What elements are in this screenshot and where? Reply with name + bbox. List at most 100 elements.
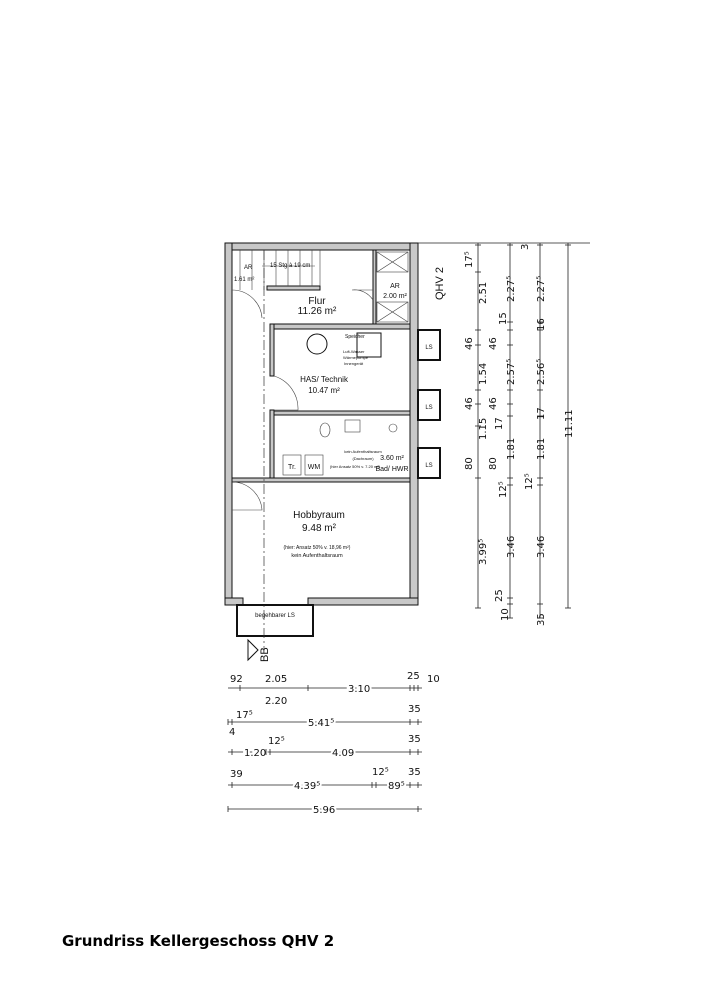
dim-label: 10 [500,608,511,621]
dim-label: 1.81 [506,438,517,460]
washing-machine [304,454,324,476]
pump-label-3: Innengerät [344,361,364,366]
equipment [282,332,398,476]
dryer-label: Tr. [288,464,296,471]
wall-flur-technik [269,323,411,330]
pump-label-1: Luft-Wasser [343,349,365,354]
dim-label: 46 [464,337,475,350]
dim-label: 46 [464,397,475,410]
dims-col-1: 17⁵ 2.51 46 1.54 46 1.15 80 3.99⁵ [464,251,489,565]
dim-label: 3.46 [506,536,517,558]
dims-row-2: 17⁵ 5.41⁵ 35 4 [229,704,421,738]
dims-col-4: 11.11 [564,409,575,438]
plan-title: Grundriss Kellergeschoss QHV 2 [62,932,335,950]
dims-row-5: 5.96 [311,803,337,818]
light-wells [236,329,441,637]
dim-label: 4.39⁵ [294,781,320,792]
section-arrow-icon [247,638,259,662]
dim-label: 12⁵ [268,736,285,747]
hobby-note-2: kein Aufenthaltsraum [291,553,343,559]
wall-stairs [266,285,321,291]
dim-label: 35 [408,704,421,715]
wall-top [224,242,419,251]
wall-ar-right [372,249,377,325]
ls-label-3: LS [425,463,432,469]
bad-area: 3.60 m² [380,455,404,462]
heat-pump-icon [356,332,382,358]
ar-shelves [376,251,409,323]
dim-label: 1.15 [478,418,489,440]
dims-row-1: 92 2.05 3.10 25 10 2.20 [230,671,440,707]
dim-label: 3.10 [348,684,370,695]
dim-label: 5.96 [313,805,335,816]
ls-label-1: LS [425,345,432,351]
dim-label: 17 [536,407,547,420]
dim-label: 2.20 [265,696,287,707]
dim-label: 80 [488,457,499,470]
dim-label: 89⁵ [388,781,405,792]
dim-label: 35 [408,734,421,745]
dims-row-4: 39 4.39⁵ 12⁵ 89⁵ 35 [230,767,421,794]
dim-label: 46 [488,337,499,350]
dim-label: 92 [230,674,243,685]
dim-label: 25 [494,589,505,602]
dim-label: 1.81 [536,438,547,460]
ar-right-name: AR [390,283,400,290]
hobby-area: 9.48 m² [302,523,337,534]
dim-label: 2.27⁵ [506,276,517,302]
dim-label: 3.99⁵ [478,539,489,565]
dim-label: 2.05 [265,674,287,685]
house-label: QHV 2 [434,267,446,300]
light-well-3 [417,447,441,479]
stairs [239,250,321,290]
toilet-icon [319,422,331,438]
hobby-name: Hobbyraum [293,510,345,521]
wall-right [409,242,419,606]
wall-technik-left-upper [269,323,275,377]
sink-icon [344,419,361,433]
ar-left-area: 1.61 m² [234,277,254,283]
wall-technik-bad [273,410,411,416]
dryer [282,454,302,476]
bad-name: Bad/ HWR [375,466,408,473]
walkable-ls-label: begehbarer LS [255,613,295,619]
dim-label: 17⁵ [236,710,253,721]
section-label: BB [259,647,271,662]
dim-label: 2.27⁵ [536,276,547,302]
door-ar-left [231,289,263,319]
stairs-label: 15 Stg à 19 cm [270,263,310,269]
dim-label: 16 [536,318,547,331]
light-well-1 [417,329,441,361]
door-technik [273,375,299,411]
pump-label-2: Wärmepumpe [343,355,369,360]
wall-bad-hobby [231,477,411,483]
ls-label-2: LS [425,405,432,411]
dim-label: 4 [229,727,235,738]
technik-area: 10.47 m² [308,386,340,395]
dims-col-3: 3 2.27⁵ 16 2.56⁵ 17 1.81 12⁵ 3.46 35 [520,244,547,626]
dim-label: 1.20 [244,748,266,759]
dim-label: 4.09 [332,748,354,759]
ar-left-name: AR [244,265,253,271]
dim-label: 11.11 [564,409,575,438]
dim-label: 10 [427,674,440,685]
door-ar [351,289,374,301]
dim-label: 3.46 [536,536,547,558]
hobby-note-1: (hier: Ansatz 50% v. 18,96 m²) [284,545,351,551]
light-well-2 [417,389,441,421]
dim-label: 12⁵ [524,473,535,490]
dim-label: 17⁵ [464,251,475,268]
dim-label: 25 [407,671,420,682]
technik-name: HAS/ Technik [300,375,349,384]
flur-name: Flur [308,296,326,307]
wall-bottom-left [224,597,244,606]
dims-row-3: 1.20 12⁵ 4.09 35 [242,734,421,761]
dim-label: 3 [520,244,531,250]
dim-label: 1.54 [478,363,489,385]
shower-drain-icon [388,423,398,433]
bad-note-3: (hier Ansatz 50% v. 7.20 m²) [330,464,381,469]
dim-label: 80 [464,457,475,470]
dim-label: 15 [498,312,509,325]
bad-note-2: (Dachraum) [352,456,374,461]
